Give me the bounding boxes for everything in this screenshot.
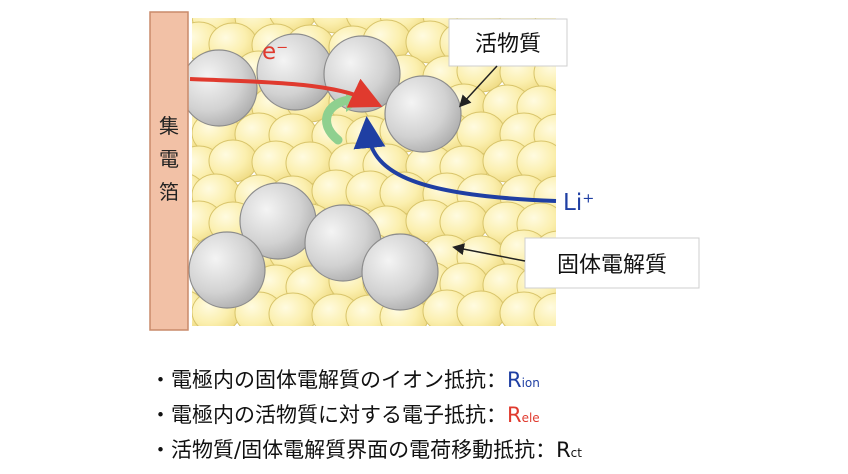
active-material-callout: 活物質 — [448, 18, 568, 108]
electron-label: e⁻ — [262, 39, 288, 65]
bullet-ion-resistance: ・電極内の固体電解質のイオン抵抗：Rion — [150, 364, 750, 399]
active-material-particle — [384, 75, 462, 153]
resistance-list: ・電極内の固体電解質のイオン抵抗：Rion ・電極内の活物質に対する電子抵抗：R… — [150, 364, 750, 469]
bullet-subscript: ele — [521, 411, 540, 425]
solid-electrolyte-callout: 固体電解質 — [452, 237, 700, 289]
active-material-particle — [361, 233, 439, 311]
bullet-charge-transfer-resistance: ・活物質/固体電解質界面の電荷移動抵抗：Rct — [150, 434, 750, 469]
collector-char-2: 電 — [159, 147, 179, 171]
active-material-particle — [180, 49, 258, 127]
bullet-symbol: R — [507, 368, 522, 392]
lithium-ion-label: Li⁺ — [563, 190, 594, 216]
bullet-symbol: R — [507, 403, 522, 427]
electrolyte-particle — [456, 290, 506, 326]
electrolyte-particle — [533, 292, 556, 326]
bullet-subscript: ion — [521, 376, 540, 390]
lithium-ion-arrow — [353, 116, 557, 203]
bullet-text: ・電極内の活物質に対する電子抵抗： — [150, 403, 507, 427]
bullet-symbol: R — [556, 438, 571, 462]
active-material-particles — [180, 33, 462, 311]
solid-electrolyte-label: 固体電解質 — [557, 253, 667, 278]
collector-char-1: 集 — [159, 114, 179, 138]
bullet-text: ・活物質/固体電解質界面の電荷移動抵抗： — [150, 438, 557, 462]
current-collector: 集 電 箔 — [149, 11, 189, 331]
collector-char-3: 箔 — [159, 180, 179, 204]
bullet-electronic-resistance: ・電極内の活物質に対する電子抵抗：Rele — [150, 399, 750, 434]
active-material-label: 活物質 — [475, 32, 541, 57]
electrolyte-particle — [268, 292, 318, 326]
bullet-text: ・電極内の固体電解質のイオン抵抗： — [150, 368, 507, 392]
bullet-subscript: ct — [570, 446, 582, 460]
active-material-particle — [188, 231, 266, 309]
electron-arrow — [189, 77, 383, 108]
